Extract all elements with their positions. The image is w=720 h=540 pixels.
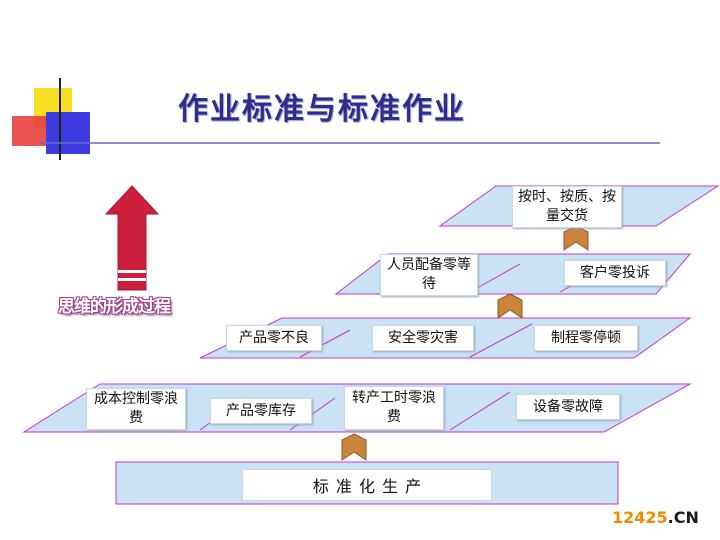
chevron-up-icon-1 xyxy=(341,433,367,461)
logo-square-red xyxy=(12,116,52,146)
page-title: 作业标准与标准作业 xyxy=(178,92,466,127)
level4-item-delivery: 按时、按质、按量交货 xyxy=(512,186,622,228)
red-up-arrow-icon xyxy=(104,185,160,291)
watermark: 12425.CN xyxy=(612,508,699,527)
level2-item-process: 制程零停顿 xyxy=(534,325,638,351)
level1-item-inventory: 产品零库存 xyxy=(210,398,312,424)
level2-item-safety: 安全零灾害 xyxy=(372,325,474,351)
chevron-up-icon-2 xyxy=(497,293,523,319)
base-standardized-production: 标 准 化 生 产 xyxy=(242,469,492,501)
level1-item-equipment: 设备零故障 xyxy=(516,394,620,420)
level1-item-cost: 成本控制零浪费 xyxy=(86,388,186,430)
level1-item-changeover: 转产工时零浪费 xyxy=(344,386,444,430)
watermark-domain: .CN xyxy=(667,508,699,527)
level3-item-complaint: 客户零投诉 xyxy=(564,260,666,286)
watermark-number: 12425 xyxy=(612,508,668,527)
level3-item-staffing: 人员配备零等待 xyxy=(380,254,478,296)
level2-item-defect: 产品零不良 xyxy=(226,325,322,351)
vertical-process-label: 思维的形成过程 xyxy=(58,297,171,317)
chevron-up-icon-3 xyxy=(563,225,589,251)
logo-square-blue xyxy=(46,112,90,154)
